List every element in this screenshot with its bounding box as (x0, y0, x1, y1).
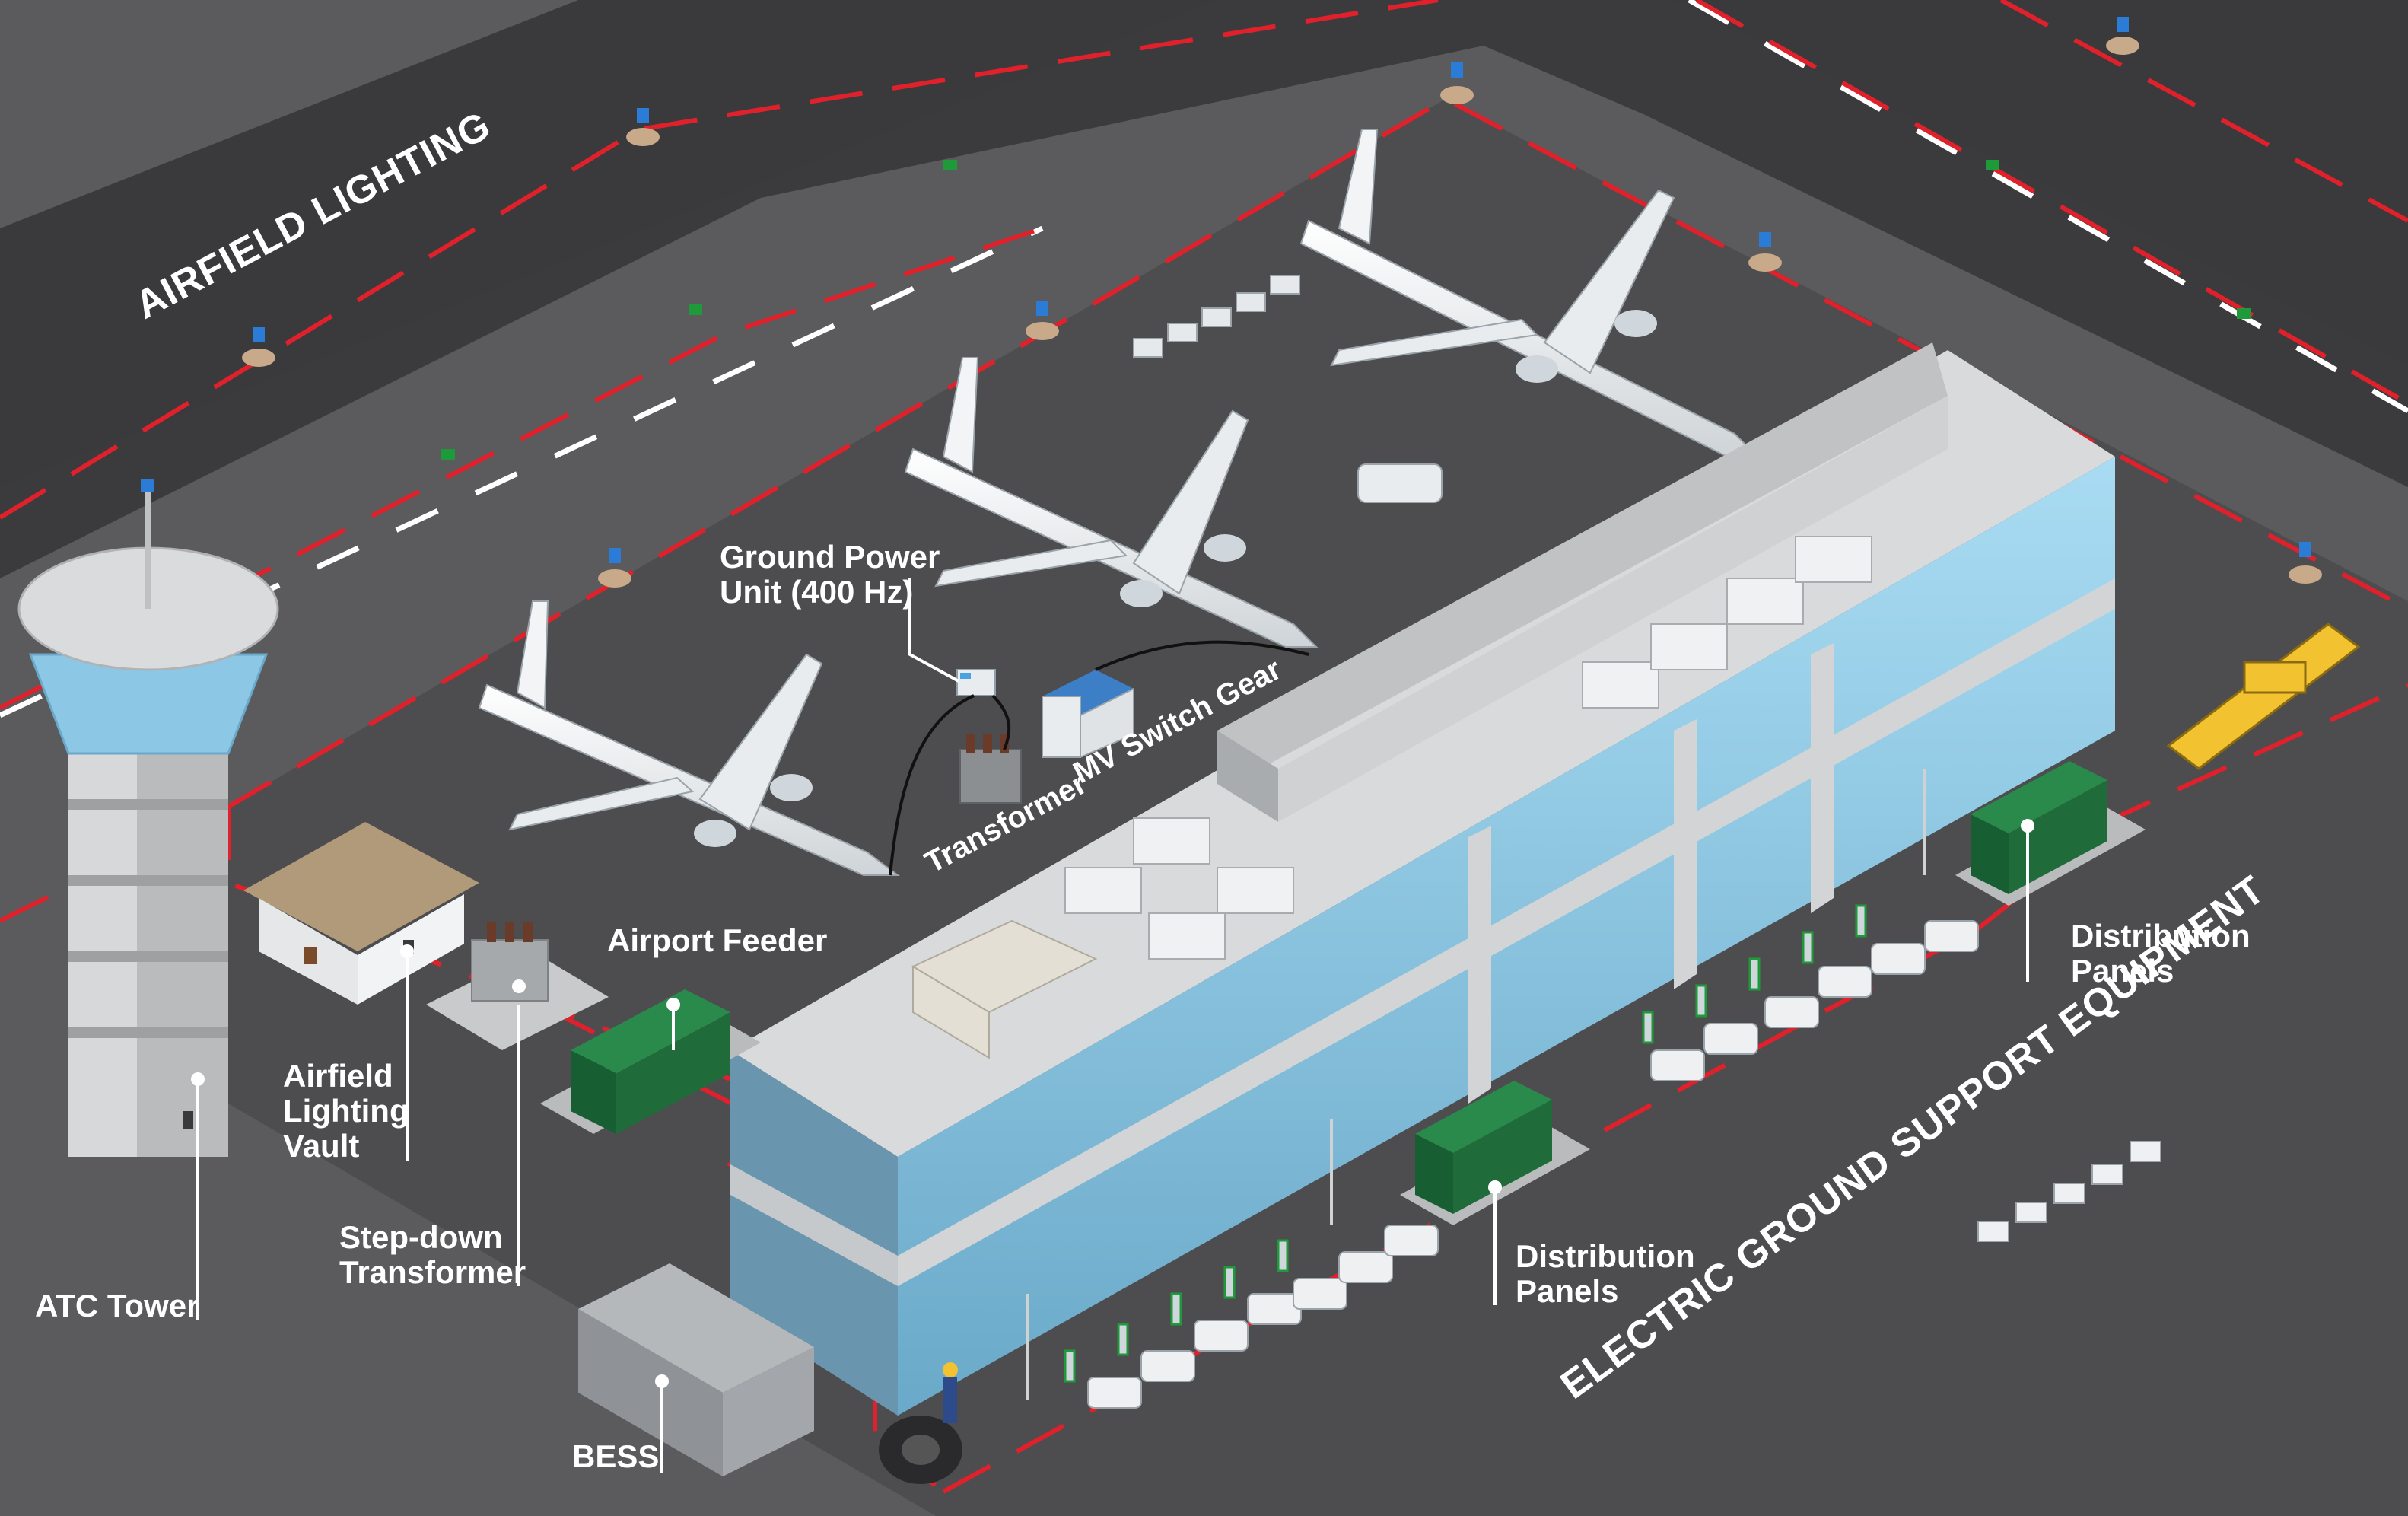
label-distribution-panels-center-line2: Panels (1516, 1273, 1618, 1309)
airfield-light (1026, 301, 1059, 340)
airplane (904, 357, 1319, 648)
label-distribution-panels-right-line2: Panels (2071, 953, 2174, 989)
ground-power-unit (956, 669, 996, 696)
ev-chargers-front (1064, 1239, 1289, 1383)
label-distribution-panels-right-line1: Distribution (2071, 918, 2251, 954)
airfield-light (626, 108, 660, 146)
label-ground-power-line1: Ground Power (720, 539, 940, 575)
fuel-truck (1357, 463, 1443, 503)
mv-switch-gear (1042, 670, 1134, 759)
label-airfield-vault-line2: Lighting (283, 1093, 409, 1129)
label-stepdown-line1: Step-down (339, 1219, 503, 1255)
label-airfield-vault-line3: Vault (283, 1128, 359, 1164)
airfield-light-green (441, 449, 455, 460)
leader-dots (191, 819, 2034, 1388)
label-distribution-panels-center-line1: Distribution (1516, 1238, 1695, 1274)
bess-container (578, 1263, 814, 1476)
electric-gse-carts (1977, 1141, 2161, 1242)
airfield-light (2106, 17, 2139, 55)
airfield-light-green (1986, 160, 1999, 170)
distribution-panel-center (1400, 1081, 1590, 1225)
cable-reel (879, 1416, 962, 1484)
transformer-unit (959, 734, 1022, 804)
hvac-units (1064, 536, 1872, 960)
airfield-light-green (689, 304, 702, 315)
rooftop-vents (911, 919, 1098, 1059)
ev-chargers-right (1642, 904, 1867, 1044)
drilling-rig (2166, 623, 2361, 770)
worker (943, 1362, 958, 1423)
upper-runway (0, 0, 1217, 487)
light-poles (1026, 769, 1926, 1400)
label-stepdown-line2: Transformer (339, 1254, 526, 1290)
electric-gse-fleet-right (1650, 920, 1979, 1081)
label-atc-tower: ATC Tower (35, 1288, 199, 1323)
label-bess: BESS (572, 1438, 659, 1474)
airfield-light-green (2237, 308, 2251, 319)
airfield-light (2289, 542, 2322, 584)
airplane (1299, 129, 1760, 457)
distribution-panel-right (1955, 761, 2146, 906)
airfield-lights (242, 17, 2322, 588)
label-airport-feeder: Airport Feeder (607, 922, 827, 958)
leader-lines (196, 578, 2029, 1473)
electric-gse-fleet-front (1087, 1225, 1439, 1409)
label-airfield-vault-line1: Airfield (283, 1058, 393, 1094)
airplane (478, 600, 900, 876)
airport-feeder-cabinet (540, 989, 761, 1134)
airfield-light (1440, 62, 1474, 104)
runway (0, 0, 2408, 578)
baggage-carts (1133, 275, 1300, 358)
terminal-building (730, 342, 2115, 1416)
airfield-light (598, 548, 631, 588)
label-ground-power-line2: Unit (400 Hz) (720, 574, 913, 610)
airfield-light (242, 327, 275, 367)
step-down-transformer (426, 922, 609, 1050)
atc-tower (17, 479, 279, 1157)
airfield-light (1748, 232, 1782, 272)
airfield-light-green (943, 160, 957, 170)
power-cables (889, 640, 1309, 876)
